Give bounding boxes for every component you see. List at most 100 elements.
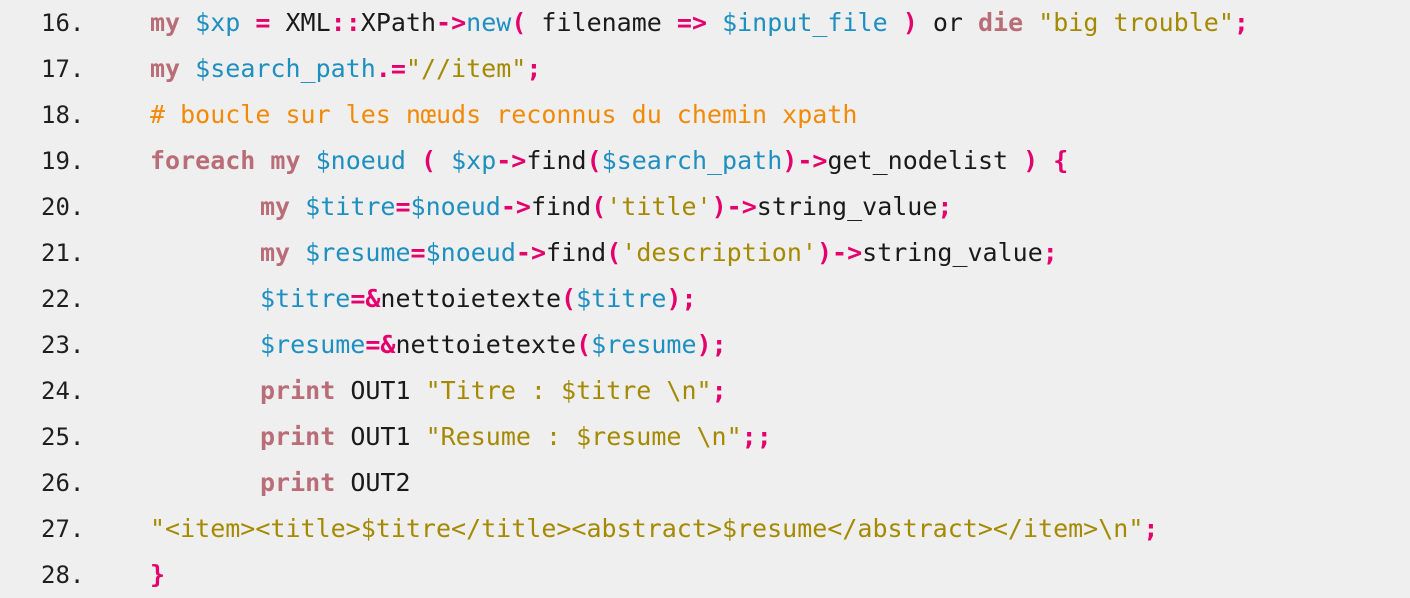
code-token-str: 'description': [621, 238, 817, 267]
code-token-op: ->: [515, 238, 547, 267]
code-token-str: "Resume : $resume \n": [425, 422, 742, 451]
code-token-kw: my: [260, 192, 291, 221]
code-token-var: $resume: [591, 330, 697, 359]
code-token-plain: [301, 146, 316, 175]
code-token-op: ): [696, 330, 712, 359]
code-token-plain: [290, 238, 305, 267]
code-token-var: $xp: [451, 146, 497, 175]
line-number: 21.: [41, 239, 85, 267]
code-token-op: =: [395, 192, 411, 221]
code-token-plain: [1023, 8, 1038, 37]
code-token-op: ->: [726, 192, 757, 221]
code-token-plain: OUT1: [335, 422, 426, 451]
code-token-op: =: [255, 8, 271, 37]
line-number: 23.: [41, 331, 85, 359]
code-token-op: ->: [832, 238, 863, 267]
code-content: print OUT1 "Titre : $titre \n";: [260, 368, 727, 414]
code-token-op: ): [816, 238, 833, 267]
code-line: 25. print OUT1 "Resume : $resume \n";;: [0, 414, 1410, 460]
line-number: 16.: [41, 9, 85, 37]
code-token-op: ->: [797, 146, 828, 175]
code-token-op: (: [586, 146, 602, 175]
code-token-var: $titre: [576, 284, 667, 313]
code-token-plain: find: [530, 192, 592, 221]
code-content: print OUT2: [260, 460, 411, 506]
code-token-op: ): [1023, 146, 1039, 175]
code-token-kw: foreach: [150, 146, 256, 175]
code-token-kw: my: [260, 238, 291, 267]
code-token-op: ): [711, 192, 727, 221]
code-token-op: ;: [937, 192, 953, 221]
code-token-var: $noeud: [315, 146, 406, 175]
line-number: 20.: [41, 193, 85, 221]
code-token-op: ): [666, 284, 682, 313]
code-line: 16.my $xp = XML::XPath->new( filename =>…: [0, 0, 1410, 46]
code-token-var: $xp: [195, 8, 241, 37]
line-number: 18.: [41, 101, 85, 129]
line-number: 25.: [41, 423, 85, 451]
code-token-op: =: [410, 238, 426, 267]
code-token-op: ;;: [741, 422, 772, 451]
code-token-op: ): [782, 146, 798, 175]
code-token-var: $resume: [305, 238, 411, 267]
code-token-str: "//item": [405, 54, 527, 83]
code-token-op: (: [561, 284, 577, 313]
code-token-plain: OUT2: [335, 468, 411, 497]
code-token-op: (: [511, 8, 527, 37]
code-token-op: ->: [496, 146, 527, 175]
code-token-var: $search_path: [195, 54, 376, 83]
code-token-op: ::: [330, 8, 361, 37]
code-content: $titre=&nettoietexte($titre);: [260, 276, 697, 322]
code-token-plain: [436, 146, 451, 175]
line-number: 28.: [41, 561, 85, 589]
code-token-op: (: [576, 330, 592, 359]
code-token-op: (: [420, 146, 437, 175]
code-token-kw: print: [260, 376, 336, 405]
code-token-plain: XML: [270, 8, 331, 37]
code-token-comment: # boucle sur les nœuds reconnus du chemi…: [150, 100, 858, 129]
code-token-plain: nettoietexte: [380, 284, 562, 313]
code-token-op: ->: [436, 8, 467, 37]
line-number: 24.: [41, 377, 85, 405]
code-token-plain: nettoietexte: [395, 330, 577, 359]
code-line: 21.my $resume=$noeud->find('description'…: [0, 230, 1410, 276]
code-token-str: "<item><title>$titre</title><abstract>$r…: [150, 514, 1144, 543]
code-token-op: ;: [681, 284, 697, 313]
code-token-var: $noeud: [410, 192, 501, 221]
code-token-op: ): [902, 8, 918, 37]
code-line: 27."<item><title>$titre</title><abstract…: [0, 506, 1410, 552]
code-token-op: (: [591, 192, 607, 221]
code-token-kw: print: [260, 422, 336, 451]
code-token-kw: print: [260, 468, 336, 497]
code-token-op: =&: [350, 284, 381, 313]
code-token-var: $titre: [305, 192, 396, 221]
code-token-plain: [180, 54, 195, 83]
code-token-plain: find: [526, 146, 587, 175]
code-token-op: =>: [676, 8, 707, 37]
code-token-op: ->: [500, 192, 531, 221]
code-content: $resume=&nettoietexte($resume);: [260, 322, 727, 368]
code-token-plain: or: [917, 8, 978, 37]
code-content: "<item><title>$titre</title><abstract>$r…: [150, 506, 1158, 552]
code-token-op: ;: [1143, 514, 1159, 543]
code-token-str: 'title': [606, 192, 712, 221]
line-number: 22.: [41, 285, 85, 313]
code-token-plain: [1038, 146, 1053, 175]
code-token-op: ;: [526, 54, 542, 83]
code-token-plain: filename: [526, 8, 677, 37]
code-token-var: $titre: [260, 284, 351, 313]
code-token-var: $search_path: [601, 146, 783, 175]
code-line: 18. # boucle sur les nœuds reconnus du ch…: [0, 92, 1410, 138]
code-token-plain: [290, 192, 305, 221]
code-token-var: $input_file: [722, 8, 888, 37]
code-token-op: ;: [711, 376, 727, 405]
code-token-op: {: [1053, 146, 1069, 175]
code-content: # boucle sur les nœuds reconnus du chemi…: [150, 92, 857, 138]
code-line: 24. print OUT1 "Titre : $titre \n";: [0, 368, 1410, 414]
code-content: my $search_path.="//item";: [150, 46, 541, 92]
code-content: }: [150, 552, 165, 598]
code-line: 23. $resume=&nettoietexte($resume);: [0, 322, 1410, 368]
code-token-op: }: [150, 560, 166, 589]
line-number: 17.: [41, 55, 85, 83]
code-token-var: new: [466, 8, 512, 37]
